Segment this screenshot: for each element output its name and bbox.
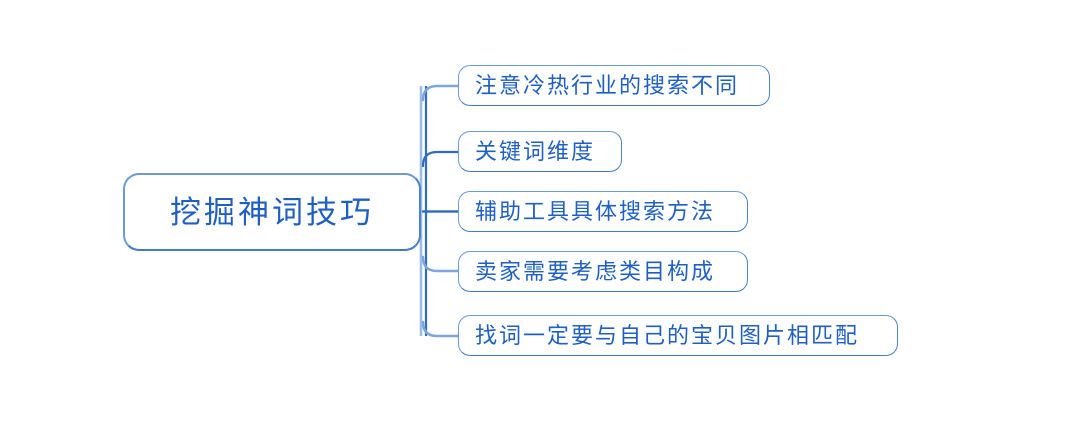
mindmap-branch-label-5: 找词一定要与自己的宝贝图片相匹配 (475, 322, 860, 348)
mindmap-branch-label-3: 辅助工具具体搜索方法 (475, 198, 716, 224)
mindmap-branch-node-2[interactable]: 关键词维度 (458, 131, 622, 172)
mindmap-branch-node-4[interactable]: 卖家需要考虑类目构成 (458, 251, 748, 292)
mindmap-root-node[interactable]: 挖掘神词技巧 (123, 173, 421, 251)
mindmap-branch-node-1[interactable]: 注意冷热行业的搜索不同 (458, 65, 770, 106)
mindmap-branch-label-4: 卖家需要考虑类目构成 (475, 258, 716, 284)
connector-branch-2 (421, 150, 460, 168)
mindmap-root-label: 挖掘神词技巧 (170, 194, 374, 230)
connector-branch-1 (421, 84, 460, 102)
mindmap-branch-node-5[interactable]: 找词一定要与自己的宝贝图片相匹配 (458, 315, 898, 356)
mindmap-branch-label-2: 关键词维度 (475, 138, 596, 164)
mindmap-branch-node-3[interactable]: 辅助工具具体搜索方法 (458, 191, 748, 232)
mindmap-branch-label-1: 注意冷热行业的搜索不同 (475, 72, 740, 98)
connector-branch-4 (421, 255, 460, 273)
connector-branch-5 (421, 320, 460, 338)
